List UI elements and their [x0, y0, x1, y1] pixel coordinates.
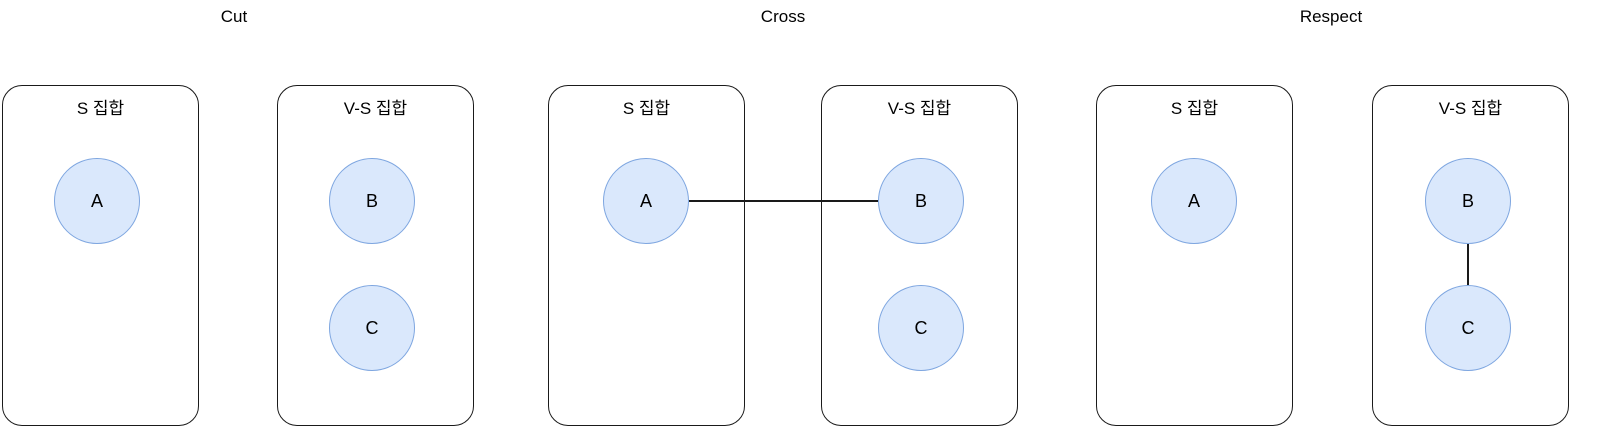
set-box-cut-s[interactable]: S 집합 — [2, 85, 199, 426]
node-label-cut-c: C — [365, 318, 379, 338]
set-box-cross-vs[interactable]: V-S 집합 — [821, 85, 1018, 426]
panel-title-cross: Cross — [760, 7, 806, 26]
node-label-cut-b: B — [365, 191, 378, 211]
set-box-label-cut-s: S 집합 — [76, 99, 125, 118]
node-label-cut-a: A — [90, 191, 103, 211]
set-box-label-respect-s: S 집합 — [1170, 99, 1219, 118]
set-box-cut-vs[interactable]: V-S 집합 — [277, 85, 474, 426]
node-respect-c[interactable]: C — [1425, 285, 1511, 371]
set-box-label-cross-s: S 집합 — [622, 99, 671, 118]
node-respect-b[interactable]: B — [1425, 158, 1511, 244]
node-cross-c[interactable]: C — [878, 285, 964, 371]
set-box-respect-s[interactable]: S 집합 — [1096, 85, 1293, 426]
panel-title-respect: Respect — [1299, 7, 1363, 26]
node-cut-a[interactable]: A — [54, 158, 140, 244]
node-label-cross-b: B — [914, 191, 927, 211]
node-cut-b[interactable]: B — [329, 158, 415, 244]
node-cross-a[interactable]: A — [603, 158, 689, 244]
node-cut-c[interactable]: C — [329, 285, 415, 371]
node-label-cross-a: A — [639, 191, 652, 211]
node-cross-b[interactable]: B — [878, 158, 964, 244]
edge-respect-edge-b-c[interactable] — [1467, 244, 1469, 285]
set-box-cross-s[interactable]: S 집합 — [548, 85, 745, 426]
set-box-label-respect-vs: V-S 집합 — [1438, 99, 1503, 118]
node-label-respect-b: B — [1461, 191, 1474, 211]
node-respect-a[interactable]: A — [1151, 158, 1237, 244]
set-box-label-cross-vs: V-S 집합 — [887, 99, 952, 118]
panel-title-cut: Cut — [220, 7, 248, 26]
node-label-cross-c: C — [914, 318, 928, 338]
node-label-respect-c: C — [1461, 318, 1475, 338]
node-label-respect-a: A — [1187, 191, 1200, 211]
set-box-respect-vs[interactable]: V-S 집합 — [1372, 85, 1569, 426]
set-box-label-cut-vs: V-S 집합 — [343, 99, 408, 118]
edge-cross-edge-a-b[interactable] — [689, 200, 878, 202]
